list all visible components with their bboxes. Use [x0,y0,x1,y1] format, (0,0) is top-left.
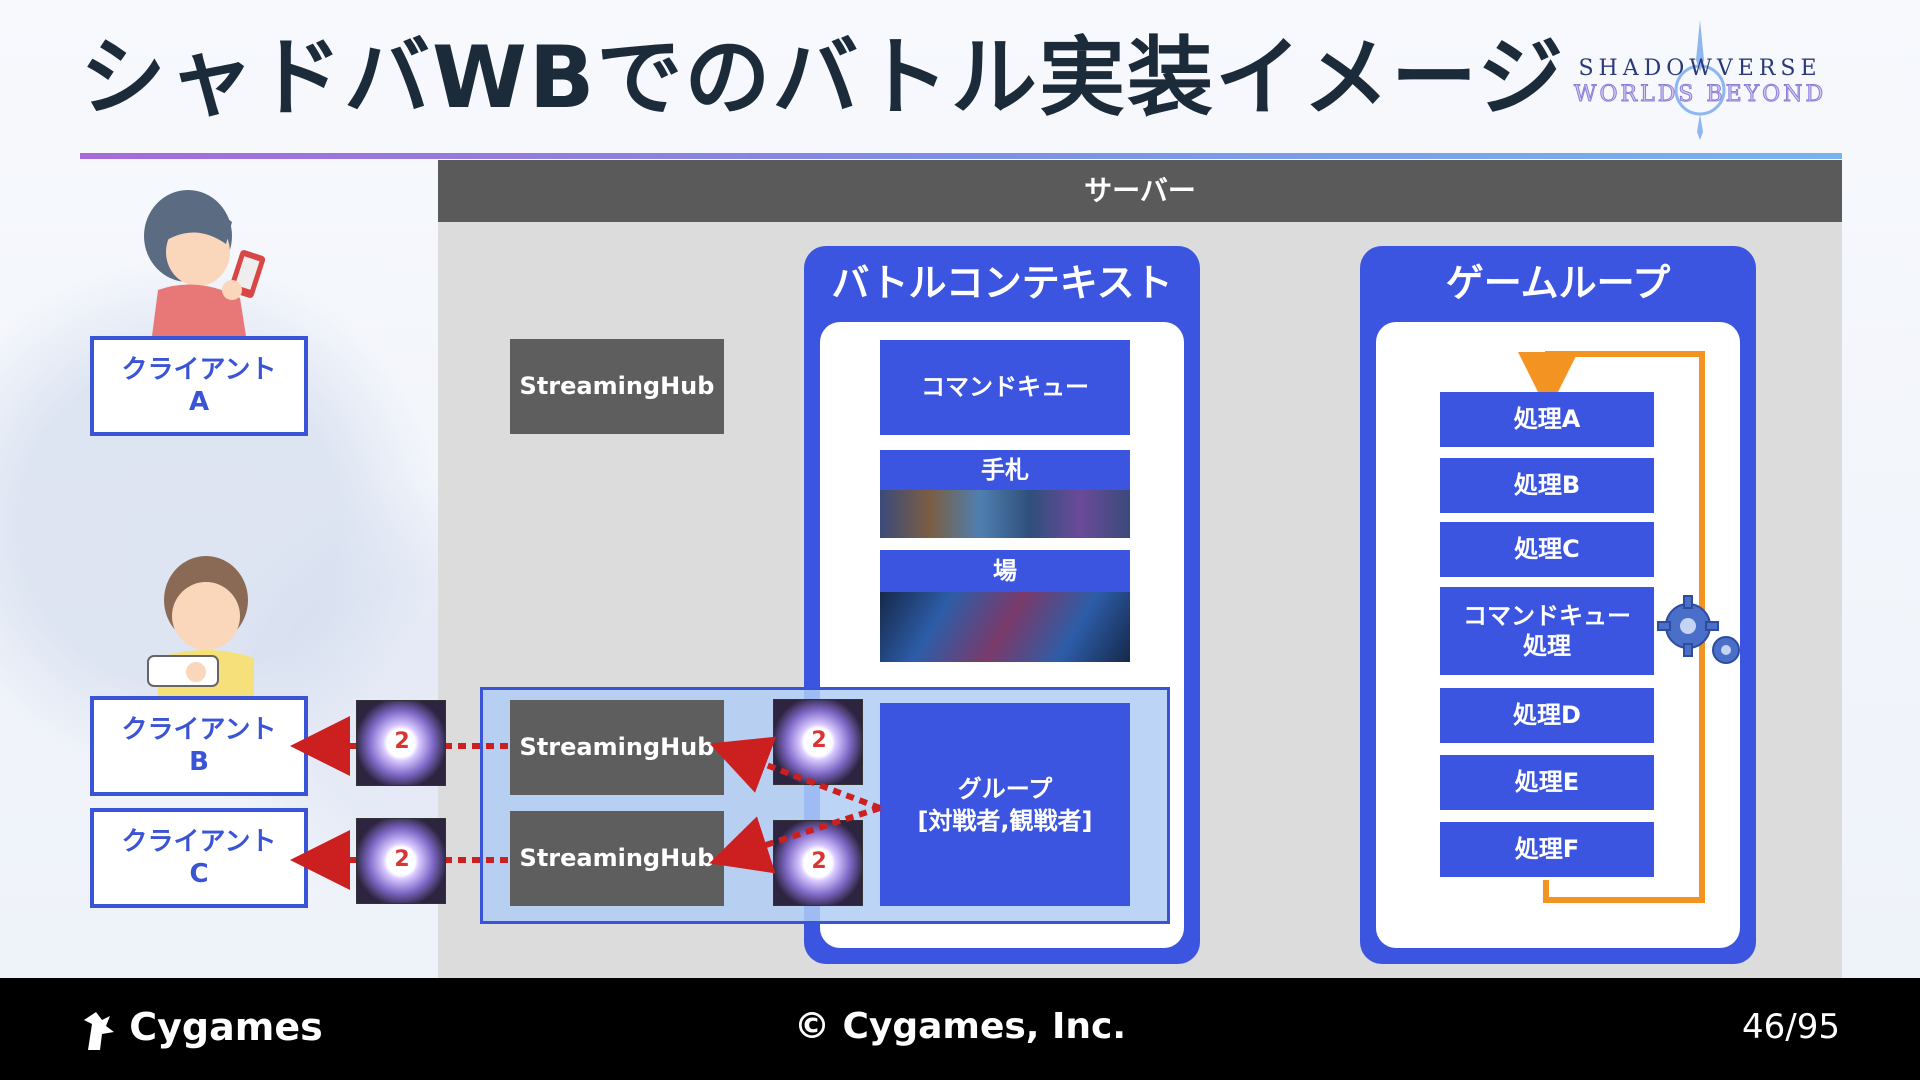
server-header: サーバー [438,160,1842,222]
title-underline [80,153,1842,159]
battle-context-title: バトルコンテキスト [831,261,1173,305]
cygames-logo-icon [82,1010,116,1050]
group-box: グループ [対戦者,観戦者] [880,703,1130,906]
hand-label: 手札 [880,450,1130,490]
card-image: 2 [356,818,446,904]
footer-brand-text: Cygames [129,1005,323,1049]
streaming-hub-b: StreamingHub [510,700,724,795]
footer-brand: Cygames [82,1002,323,1052]
client-c-label: クライアント C [121,827,277,889]
loop-step-d: 処理D [1440,688,1654,743]
streaming-hub-c: StreamingHub [510,811,724,906]
card-cost: 2 [811,728,827,753]
page-number: 46/95 [1742,1007,1840,1047]
client-a-label: クライアント A [121,355,277,417]
logo-line1: SHADOWVERSE [1578,56,1822,81]
command-queue-box: コマンドキュー [880,340,1130,435]
shadowverse-logo: SHADOWVERSE WORLDS BEYOND [1555,20,1845,140]
slide-title: シャドバWBでのバトル実装イメージ [80,28,1566,128]
person-b-illustration [147,556,254,696]
streaming-hub-a: StreamingHub [510,339,724,434]
card-image: 2 [356,700,446,786]
card-cost: 2 [811,849,827,874]
client-b: クライアント B [90,696,308,796]
group-label: グループ [対戦者,観戦者] [917,775,1093,835]
field-image [880,592,1130,662]
loop-step-command-queue-label: コマンドキュー 処理 [1463,602,1631,660]
loop-step-e: 処理E [1440,755,1654,810]
card-cost: 2 [394,847,410,872]
loop-step-c: 処理C [1440,522,1654,577]
client-a: クライアント A [90,336,308,436]
gear-icon [1657,595,1740,664]
footer: Cygames © Cygames, Inc. 46/95 [0,978,1920,1080]
person-a-illustration [144,190,266,336]
logo-emblem-icon [1674,20,1726,140]
card-cost: 2 [394,729,410,754]
card-image: 2 [773,820,863,906]
loop-step-a: 処理A [1440,392,1654,447]
loop-step-b: 処理B [1440,458,1654,513]
loop-step-command-queue: コマンドキュー 処理 [1440,587,1654,675]
arrow-group-to-hub-c [709,805,881,874]
footer-copyright: © Cygames, Inc. [793,1006,1127,1047]
game-loop-title: ゲームループ [1445,261,1671,305]
logo-line2: WORLDS BEYOND [1573,82,1827,108]
field-label: 場 [880,550,1130,592]
hand-cards-image [880,490,1130,538]
client-c: クライアント C [90,808,308,908]
loop-step-f: 処理F [1440,822,1654,877]
client-b-label: クライアント B [121,715,277,777]
arrow-group-to-hub-b [709,736,882,811]
